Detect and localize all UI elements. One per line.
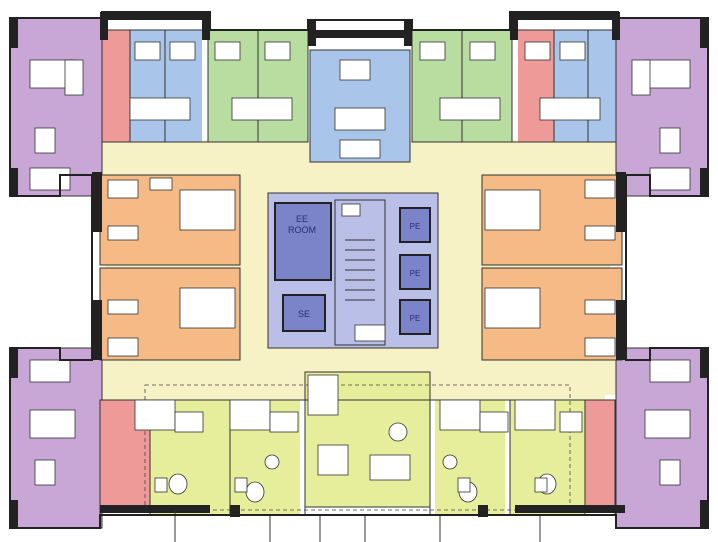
- pe-room-2: [400, 255, 430, 289]
- unit-bottom-left-purple: [9, 347, 103, 529]
- top-row-left-units: [100, 12, 309, 143]
- unit-top-right-purple: [615, 17, 709, 197]
- left-orange-units: [92, 172, 241, 361]
- ee-room-label-line2: ROOM: [288, 225, 316, 235]
- bottom-row-units: [99, 371, 625, 542]
- se-room-label: SE: [298, 309, 310, 319]
- unit-top-center-blue: [308, 20, 412, 163]
- pe-room-2-label: PE: [410, 269, 421, 278]
- ee-room-label-line1: EE: [296, 214, 308, 224]
- pe-room-1-label: PE: [410, 222, 421, 231]
- pe-room-3-label: PE: [410, 314, 421, 323]
- se-room: [283, 295, 325, 331]
- unit-top-left-purple: [9, 17, 103, 197]
- building-core: EE ROOM SE PE PE PE: [267, 192, 439, 349]
- ee-room: [275, 203, 331, 280]
- pe-room-3: [400, 300, 430, 334]
- unit-bottom-right-purple: [615, 347, 709, 529]
- top-row-right-units: [411, 12, 620, 143]
- right-orange-units: [481, 172, 626, 361]
- outer-walls: [9, 11, 709, 529]
- pe-room-1: [400, 208, 430, 242]
